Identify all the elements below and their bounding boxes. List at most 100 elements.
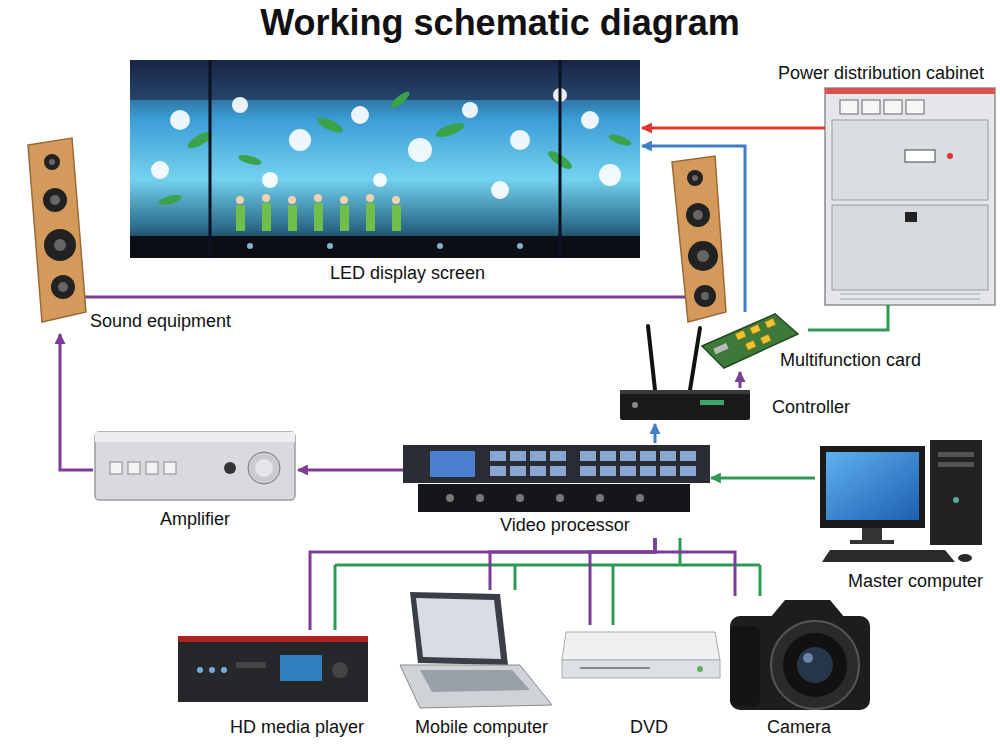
device-label: Camera <box>767 716 831 738</box>
device-label: Master computer <box>848 570 983 592</box>
video-processor-picture <box>430 451 475 477</box>
right-speaker-picture <box>672 156 726 322</box>
dvd-player-picture <box>697 666 703 672</box>
led-screen-picture <box>262 172 278 188</box>
led-screen-picture <box>247 243 523 249</box>
video-processor-picture <box>660 466 676 476</box>
cabinet-picture <box>905 212 917 222</box>
led-screen-picture <box>581 111 599 129</box>
video-processor-picture <box>490 451 506 461</box>
video-processor-picture <box>446 494 644 502</box>
video-processor-picture <box>516 494 524 502</box>
media-player-picture <box>221 667 227 673</box>
dancer-figures <box>288 205 297 231</box>
controller-picture <box>620 326 750 420</box>
cabinet-picture <box>832 120 988 200</box>
led-screen-picture <box>232 97 248 113</box>
master-computer-picture <box>938 462 974 467</box>
cabinet-picture <box>884 100 902 114</box>
master-computer-picture <box>953 497 959 503</box>
master-computer-picture <box>826 452 919 520</box>
led-screen-picture <box>373 173 387 187</box>
amplifier-picture <box>224 462 236 474</box>
led-screen-picture <box>462 102 478 118</box>
dancer-figures <box>314 203 323 231</box>
master-computer-picture <box>930 440 982 545</box>
master-computer-picture <box>820 440 982 562</box>
multifunction-card-picture <box>765 318 776 328</box>
media-player-picture <box>178 636 368 702</box>
led-screen-picture <box>510 130 530 150</box>
dancer-figures <box>340 205 349 231</box>
cabinet-picture <box>825 88 995 305</box>
device-node: Amplifier <box>93 426 298 534</box>
dancer-figures <box>262 203 271 231</box>
device-label: Amplifier <box>160 508 230 530</box>
amplifier-picture <box>110 462 176 474</box>
device-node: Sound equipment <box>22 132 234 334</box>
device-label: Mobile computer <box>415 716 548 738</box>
dancer-figures <box>236 194 400 204</box>
left-speaker-picture <box>58 282 68 292</box>
controller-picture <box>632 402 638 408</box>
master-computer-picture <box>822 550 955 562</box>
signal-connector <box>654 424 657 443</box>
video-processor-picture <box>556 494 564 502</box>
video-processor-picture <box>490 451 696 476</box>
camera-picture <box>797 647 833 683</box>
media-player-picture <box>197 667 203 673</box>
led-screen-picture <box>388 89 412 111</box>
cabinet-picture <box>840 299 980 300</box>
left-speaker-picture <box>28 138 86 322</box>
led-screen-picture <box>315 115 345 136</box>
video-processor-picture <box>418 484 690 512</box>
video-processor-picture <box>620 451 636 461</box>
device-node: Multifunction card <box>700 312 808 372</box>
led-screen-picture <box>237 153 262 167</box>
right-speaker-picture <box>694 285 716 307</box>
led-screen-picture <box>351 106 369 124</box>
multifunction-card-picture <box>735 318 776 350</box>
right-speaker-picture <box>672 156 726 322</box>
device-node: DVD <box>560 625 722 742</box>
dvd-player-picture <box>580 667 650 669</box>
media-player-picture <box>197 667 227 673</box>
dancer-figures <box>392 196 400 204</box>
led-screen-picture <box>130 236 640 258</box>
device-node: Camera <box>724 596 884 742</box>
device-node: HD media player <box>176 630 370 742</box>
controller-picture <box>690 328 700 390</box>
led-screen-picture <box>157 193 182 207</box>
amplifier-picture <box>255 459 273 477</box>
master-computer-picture <box>850 540 894 544</box>
led-screen-picture <box>491 181 509 199</box>
video-processor-picture <box>660 451 676 461</box>
camera-picture <box>803 653 813 663</box>
right-speaker-picture <box>688 241 718 271</box>
signal-connector <box>310 538 655 630</box>
camera-picture <box>730 626 760 706</box>
laptop-picture <box>400 592 552 708</box>
video-processor-picture <box>476 494 484 502</box>
master-computer-picture <box>958 554 972 562</box>
signal-connector <box>642 127 825 130</box>
led-screen-picture <box>209 60 212 258</box>
cabinet-picture <box>906 100 924 114</box>
video-processor-picture <box>510 466 526 476</box>
video-processor-picture <box>580 466 596 476</box>
controller-picture <box>620 390 750 394</box>
left-speaker-picture <box>50 195 60 205</box>
dancer-figures <box>236 194 401 231</box>
media-player-picture <box>236 662 266 668</box>
left-speaker-picture <box>28 138 86 322</box>
camera-picture <box>770 600 845 618</box>
laptop-picture <box>416 598 501 659</box>
led-screen-picture <box>327 243 333 249</box>
multifunction-card-picture <box>713 343 728 354</box>
device-label: LED display screen <box>330 262 485 284</box>
cabinet-picture <box>825 88 995 94</box>
green-bus-wire <box>514 565 517 590</box>
signal-connector <box>655 538 735 596</box>
video-processor-picture <box>640 451 656 461</box>
